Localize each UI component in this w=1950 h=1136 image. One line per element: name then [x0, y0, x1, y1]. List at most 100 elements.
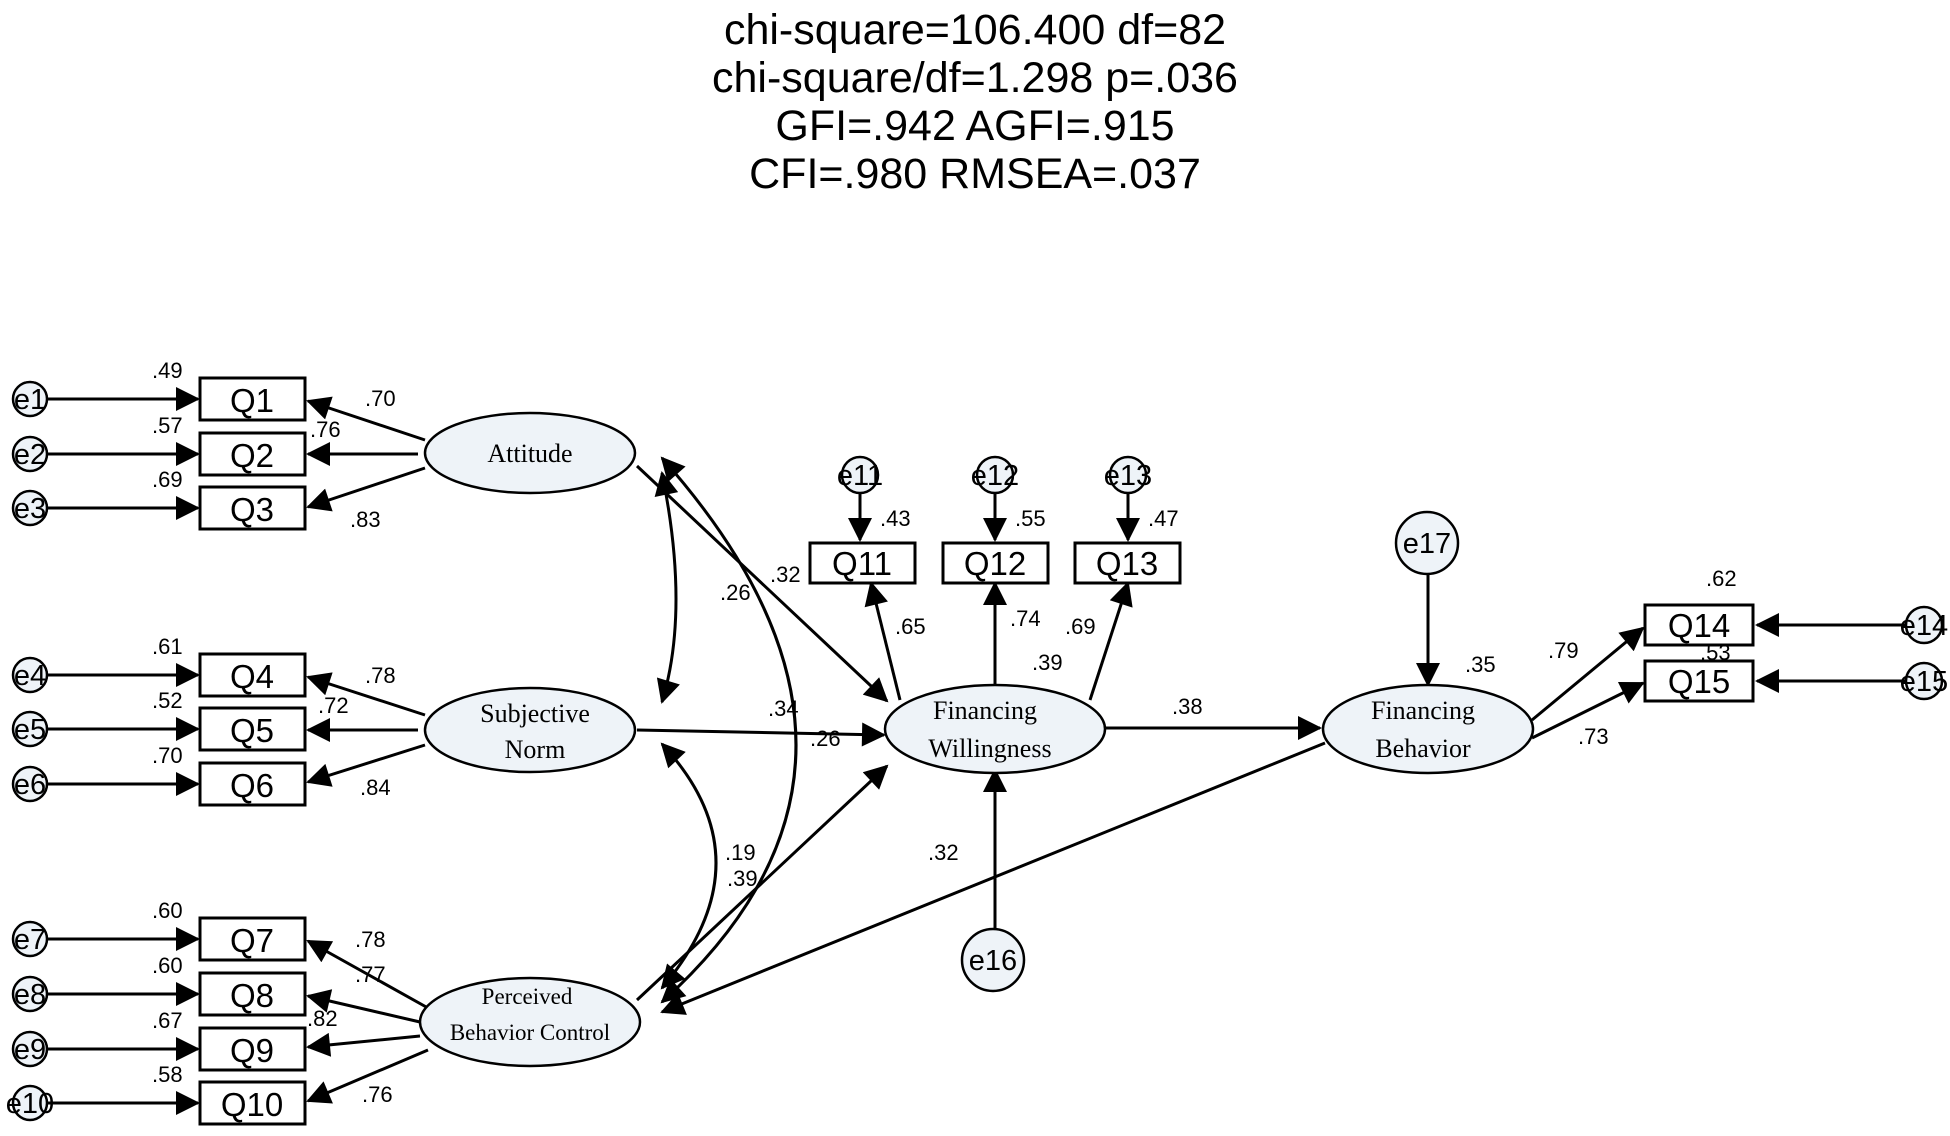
loading-q10: .76 [362, 1082, 393, 1107]
svg-text:Q6: Q6 [230, 767, 274, 804]
r2-q1: .49 [152, 358, 183, 383]
svg-text:Q1: Q1 [230, 382, 274, 419]
svg-text:Attitude: Attitude [487, 439, 572, 468]
loading-q1: .70 [365, 386, 396, 411]
loading-q12: .74 [1010, 606, 1041, 631]
latent-perceived-behavior-control: Perceived Behavior Control [418, 976, 642, 1068]
svg-text:Financing: Financing [933, 696, 1037, 725]
svg-text:Financing: Financing [1371, 696, 1475, 725]
path-coef-sn-fw: .26 [810, 726, 841, 751]
indicator-q9: Q9 [198, 1026, 307, 1072]
r2-willingness: .39 [1032, 650, 1063, 675]
loading-paths-left [306, 396, 429, 1104]
indicator-q7: Q7 [198, 916, 307, 962]
r2-q7: .60 [152, 898, 183, 923]
path-fb-q14 [1531, 626, 1645, 722]
svg-text:Q15: Q15 [1668, 663, 1730, 700]
svg-text:e8: e8 [14, 979, 46, 1011]
corr-sn-pbc: .19 [725, 840, 756, 865]
path-fw-q13 [1088, 581, 1133, 701]
loading-q13: .69 [1065, 614, 1096, 639]
path-pbc-q7 [306, 939, 429, 1010]
svg-text:e12: e12 [971, 460, 1019, 492]
svg-text:e11: e11 [837, 460, 883, 492]
r2-q6: .70 [152, 743, 183, 768]
loading-q9: .82 [307, 1006, 338, 1031]
svg-text:Willingness: Willingness [928, 734, 1051, 763]
path-pbc-q10 [306, 1048, 429, 1104]
path-coef-pbc-fw: .39 [727, 866, 758, 891]
path-sn-willingness [636, 722, 886, 747]
r2-q5: .52 [152, 688, 183, 713]
latent-financing-willingness: Financing Willingness [883, 683, 1107, 775]
loading-labels: .70 .76 .83 .78 .72 .84 .78 .77 .82 .76 … [307, 386, 1609, 1107]
r2-q12: .55 [1015, 506, 1046, 531]
fit-line-gfi: GFI=.942 AGFI=.915 [775, 102, 1175, 150]
indicator-q8: Q8 [198, 971, 307, 1017]
error-e11: e11 [837, 455, 883, 495]
indicator-q14: Q14 [1643, 603, 1755, 647]
fit-statistics: chi-square=106.400 df=82 chi-square/df=1… [0, 0, 1950, 198]
loading-q8: .77 [355, 962, 386, 987]
svg-text:Perceived: Perceived [482, 984, 573, 1009]
path-pbc-q8 [306, 989, 421, 1024]
loading-q4: .78 [365, 663, 396, 688]
path-pbc-q9 [306, 1032, 421, 1057]
svg-text:Q3: Q3 [230, 491, 274, 528]
fit-line-cfi: CFI=.980 RMSEA=.037 [749, 150, 1201, 198]
latent-variables: Attitude Subjective Norm Perceived Behav… [418, 411, 1535, 1068]
latent-subjective-norm: Subjective Norm [423, 686, 637, 774]
loading-q11: .65 [895, 614, 926, 639]
indicator-q12: Q12 [941, 541, 1050, 585]
r2-q15: .53 [1700, 640, 1731, 665]
indicator-q3: Q3 [198, 485, 307, 531]
r2-q3: .69 [152, 467, 183, 492]
error-terms: e1 e2 e3 e4 e5 e6 e7 e8 e9 e10 e11 e12 e… [6, 380, 1948, 1122]
svg-text:e13: e13 [1104, 460, 1152, 492]
path-coef-att-fw: .34 [768, 696, 799, 721]
arc-attitude-subjective-norm [654, 471, 680, 704]
loading-q15: .73 [1578, 724, 1609, 749]
path-coef-pbc-fb: .32 [928, 840, 959, 865]
observed-variables: Q1 Q2 Q3 Q4 Q5 Q6 Q7 Q8 Q9 Q10 Q11 Q12 Q… [198, 376, 1755, 1126]
svg-text:Q7: Q7 [230, 922, 274, 959]
svg-text:e15: e15 [1900, 666, 1948, 698]
path-attitude-willingness [635, 464, 889, 703]
path-fw-q11 [864, 581, 902, 701]
svg-text:e14: e14 [1900, 610, 1948, 642]
loading-q7: .78 [355, 927, 386, 952]
coefficient-labels: .26 .32 .19 .34 .26 .39 .38 .32 [720, 562, 1203, 891]
error-paths-left [44, 387, 200, 1115]
path-fb-q15 [1531, 681, 1645, 740]
svg-text:Q14: Q14 [1668, 607, 1730, 644]
error-e17: e17 [1394, 510, 1460, 576]
error-e12: e12 [971, 455, 1019, 495]
error-e15: e15 [1900, 661, 1948, 701]
behavior-indicator-paths [1531, 613, 1905, 740]
indicator-q4: Q4 [198, 652, 307, 698]
error-e5: e5 [11, 710, 49, 748]
arc-attitude-pbc [660, 456, 798, 1004]
svg-text:Q9: Q9 [230, 1032, 274, 1069]
svg-text:Q10: Q10 [221, 1086, 283, 1123]
error-e6: e6 [11, 765, 49, 803]
svg-text:Q13: Q13 [1096, 545, 1158, 582]
r2-q11: .43 [880, 506, 911, 531]
svg-text:Q5: Q5 [230, 712, 274, 749]
svg-text:e6: e6 [14, 769, 46, 801]
latent-attitude: Attitude [423, 411, 637, 495]
indicator-q15: Q15 [1643, 659, 1755, 703]
r2-q8: .60 [152, 953, 183, 978]
error-e2: e2 [11, 435, 49, 473]
error-e7: e7 [11, 920, 49, 958]
svg-text:Behavior: Behavior [1375, 734, 1471, 763]
path-att-q3 [306, 466, 426, 512]
indicator-q13: Q13 [1073, 541, 1182, 585]
r2-q2: .57 [152, 413, 183, 438]
svg-text:e9: e9 [14, 1034, 46, 1066]
svg-text:e10: e10 [6, 1088, 54, 1120]
path-sn-q4 [306, 672, 426, 717]
svg-text:e7: e7 [14, 924, 46, 956]
loading-q6: .84 [360, 775, 391, 800]
